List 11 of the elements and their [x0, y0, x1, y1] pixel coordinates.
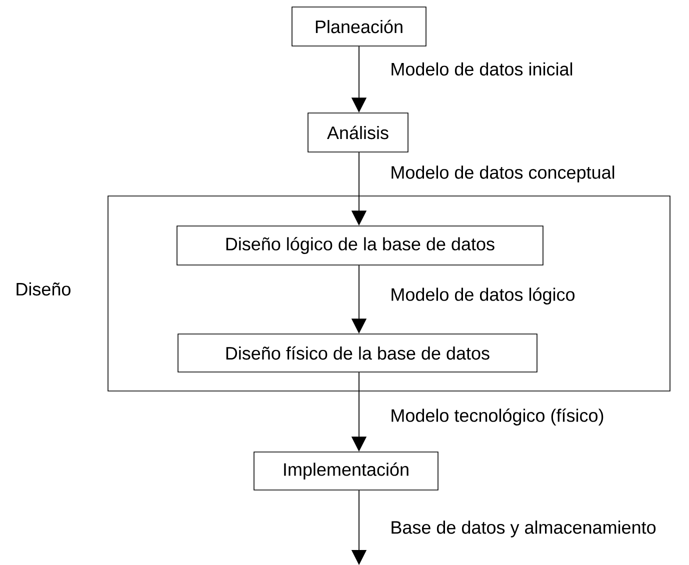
edge-label: Modelo tecnológico (físico): [389, 408, 606, 426]
process-box: Análisis: [308, 112, 408, 152]
process-box: Planeación: [292, 6, 426, 46]
edge-label: Modelo de datos conceptual: [389, 164, 616, 184]
edge-label: Base de datos y almacenamiento: [389, 520, 658, 538]
edge-label: Modelo de datos lógico: [389, 286, 576, 306]
process-box: Diseño físico de la base de datos: [178, 334, 538, 372]
group-label: Diseño: [16, 282, 70, 296]
process-box: Implementación: [254, 452, 438, 490]
process-box: Diseño lógico de la base de datos: [176, 226, 544, 266]
edge-label: Modelo de datos inicial: [389, 61, 574, 77]
